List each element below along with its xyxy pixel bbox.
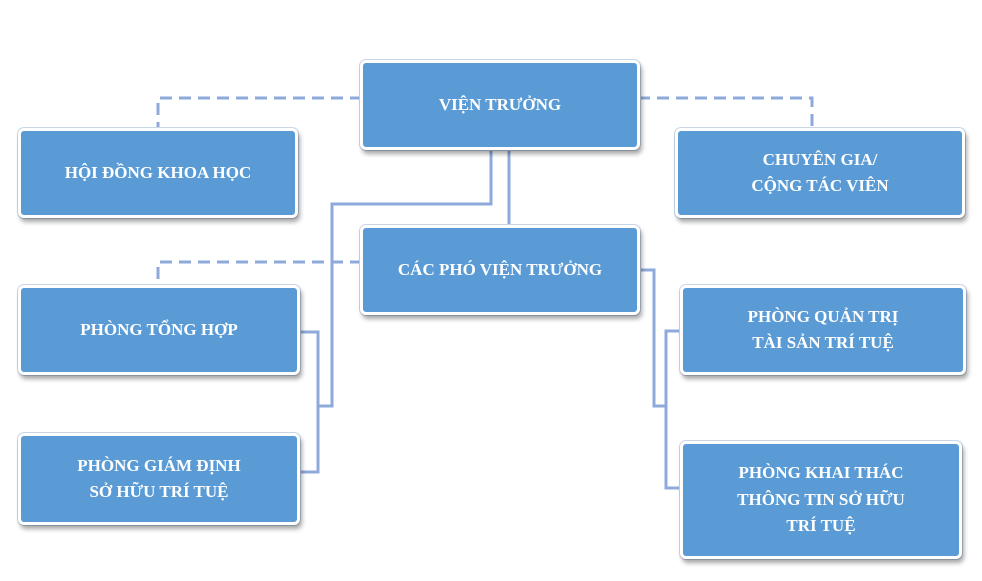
appraisal-dept-box: PHÒNG GIÁM ĐỊNH SỞ HỮU TRÍ TUỆ (18, 433, 300, 525)
science-council-label: HỘI ĐỒNG KHOA HỌC (64, 162, 252, 182)
science-council-box: HỘI ĐỒNG KHOA HỌC (18, 128, 298, 218)
general-dept-box: PHÒNG TỔNG HỢP (18, 285, 300, 375)
deputies-label: CÁC PHÓ VIỆN TRƯỞNG (397, 259, 603, 279)
dashed-line-director-council (156, 96, 362, 130)
deputies-box: CÁC PHÓ VIỆN TRƯỞNG (360, 225, 640, 315)
ip-asset-dept-label-line: TÀI SẢN TRÍ TUỆ (752, 333, 894, 352)
ip-info-dept-label-line: PHÒNG KHAI THÁC (738, 463, 904, 483)
experts-label-line: CHUYÊN GIA/ (762, 149, 878, 169)
appraisal-dept-label: PHÒNG GIÁM ĐỊNH SỞ HỮU TRÍ TUỆ (77, 453, 240, 506)
line-right-bus-ipinfo (664, 406, 683, 490)
line-deputies-right-depts (638, 268, 683, 408)
ip-info-dept-label-line: THÔNG TIN SỞ HỮU (737, 489, 905, 509)
ip-asset-dept-label: PHÒNG QUẢN TRỊ TÀI SẢN TRÍ TUỆ (748, 304, 899, 357)
ip-asset-dept-box: PHÒNG QUẢN TRỊ TÀI SẢN TRÍ TUỆ (680, 285, 966, 375)
appraisal-dept-label-line: SỞ HỮU TRÍ TUỆ (89, 482, 229, 501)
line-director-left-depts (298, 148, 493, 408)
ip-info-dept-box: PHÒNG KHAI THÁC THÔNG TIN SỞ HỮU TRÍ TUỆ (680, 441, 962, 559)
ip-asset-dept-label-line: PHÒNG QUẢN TRỊ (747, 306, 899, 326)
ip-info-dept-label: PHÒNG KHAI THÁC THÔNG TIN SỞ HỮU TRÍ TUỆ (737, 460, 905, 539)
dashed-line-deputies-general (156, 260, 362, 287)
general-dept-label: PHÒNG TỔNG HỢP (80, 319, 238, 339)
ip-info-dept-label-line: TRÍ TUỆ (786, 516, 856, 536)
experts-box: CHUYÊN GIA/ CỘNG TÁC VIÊN (675, 128, 965, 218)
director-box: VIỆN TRƯỞNG (360, 60, 640, 150)
appraisal-dept-label-line: PHÒNG GIÁM ĐỊNH (77, 455, 241, 475)
experts-label-line: CỘNG TÁC VIÊN (751, 176, 889, 195)
experts-label: CHUYÊN GIA/ CỘNG TÁC VIÊN (751, 147, 888, 200)
dashed-line-director-experts (638, 96, 814, 130)
director-label: VIỆN TRƯỞNG (438, 94, 562, 114)
line-left-bus-appraisal (298, 406, 320, 474)
